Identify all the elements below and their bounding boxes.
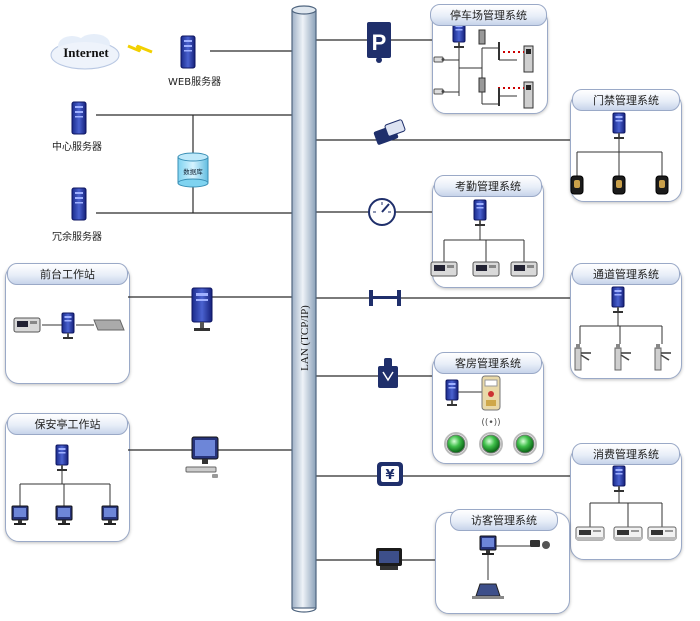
channel-title: 通道管理系统 xyxy=(572,263,680,285)
redundant-server-icon xyxy=(71,187,87,221)
internet-cloud-icon xyxy=(50,34,120,70)
redundant-server-label: 冗余服务器 xyxy=(52,232,102,243)
internet-label: Internet xyxy=(63,45,109,60)
access-title: 门禁管理系统 xyxy=(572,89,680,111)
guestroom-title: 客房管理系统 xyxy=(434,352,542,374)
security-computer-icon xyxy=(185,436,219,478)
consumption-icon-symbol: ¥ xyxy=(385,468,394,483)
lan-label: LAN (TCP/IP) xyxy=(299,305,311,371)
front-desk-devices xyxy=(13,312,125,340)
guestroom-devices xyxy=(444,375,537,456)
visitor-terminal-icon xyxy=(376,548,402,570)
internet-node: Internet xyxy=(48,34,124,74)
access-devices xyxy=(570,112,669,195)
channel-bar-icon xyxy=(369,290,401,306)
lan-backbone xyxy=(291,5,317,613)
parking-icon xyxy=(367,22,391,63)
visitor-title: 访客管理系统 xyxy=(450,509,558,531)
parking-icon-letter: P xyxy=(372,30,387,55)
wireless-signal-icon: ((•)) xyxy=(481,418,500,428)
parking-title: 停车场管理系统 xyxy=(430,4,547,26)
center-server-label: 中心服务器 xyxy=(52,142,102,153)
front-desk-gateway-pc-icon xyxy=(191,287,213,332)
center-server-icon xyxy=(71,101,87,135)
hotel-key-icon xyxy=(378,358,398,388)
consumption-title: 消费管理系统 xyxy=(572,443,680,465)
front-desk-title: 前台工作站 xyxy=(7,263,128,285)
web-server-icon xyxy=(180,35,196,69)
internet-link-bolt-icon xyxy=(127,44,153,54)
database-label: 数据库 xyxy=(183,167,203,176)
consumption-icon xyxy=(377,462,403,486)
web-server-label: WEB服务器 xyxy=(168,77,222,88)
connection-lines xyxy=(96,39,570,561)
card-swipe-icon xyxy=(373,119,406,145)
security-booth-title: 保安亭工作站 xyxy=(7,413,128,435)
database-icon xyxy=(177,152,209,188)
attendance-devices xyxy=(430,199,538,277)
parking-devices xyxy=(433,21,534,109)
attendance-title: 考勤管理系统 xyxy=(434,175,542,197)
visitor-devices xyxy=(472,535,550,599)
consumption-devices xyxy=(575,465,677,541)
gauge-icon xyxy=(368,198,396,226)
security-booth-devices xyxy=(11,444,119,526)
channel-devices xyxy=(574,286,672,371)
